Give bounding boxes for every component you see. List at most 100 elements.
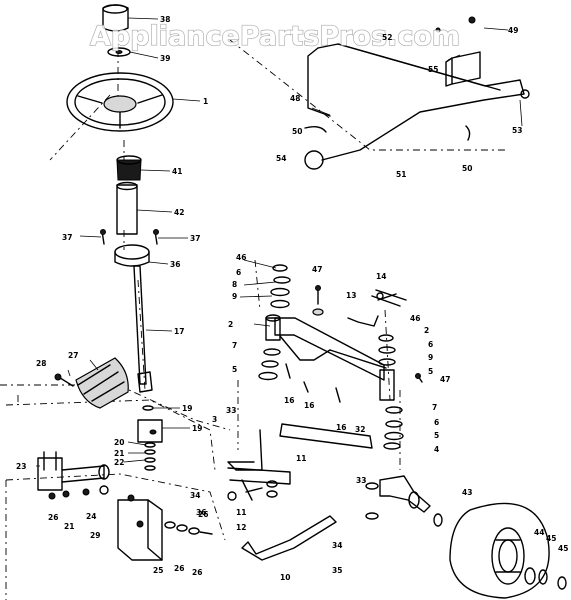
lever-hardware: [435, 16, 530, 99]
callout-48: 48: [290, 94, 300, 103]
steering-link: [227, 429, 291, 501]
callout-labels: 38 39 1 41 42 37 37 36 17 28 27 19 19 20…: [16, 15, 568, 582]
callout-6-lower: 6: [434, 418, 439, 427]
callout-25: 25: [153, 566, 163, 575]
callout-16-right: 16: [336, 423, 346, 432]
callout-1: 1: [203, 97, 208, 106]
sector-gear: [75, 357, 129, 409]
callout-36-b: 36: [196, 508, 206, 517]
callout-7-right: 7: [432, 403, 437, 412]
callout-9-right: 9: [428, 353, 433, 362]
callout-12: 12: [236, 523, 246, 532]
callout-27: 27: [68, 351, 78, 360]
lever-clips: [304, 125, 471, 141]
watermark-text: AppliancePartsPros.com: [90, 21, 460, 52]
front-tire: [449, 502, 550, 599]
callout-28: 28: [36, 359, 46, 368]
callout-33-upper: 33: [226, 406, 236, 415]
alignment-lines: [0, 39, 505, 600]
pivot-bracket: [37, 451, 110, 491]
callout-11-upper: 11: [296, 454, 306, 463]
callout-7-left: 7: [232, 341, 237, 350]
callout-47-top: 47: [312, 265, 322, 274]
left-spindle: [258, 314, 281, 381]
callout-16-mid: 16: [304, 401, 314, 410]
lever-knob: [304, 150, 324, 170]
callout-37-right: 37: [190, 234, 200, 243]
callout-24: 24: [86, 512, 96, 521]
callout-29: 29: [90, 531, 100, 540]
right-spindle-washers: [383, 406, 404, 450]
callout-23: 23: [16, 462, 26, 471]
callout-5-right: 5: [428, 367, 433, 376]
front-axle: [274, 317, 387, 381]
lever-arm: [317, 43, 525, 161]
callout-26-right: 26: [192, 568, 202, 577]
callout-46: 46: [236, 253, 246, 262]
callout-21-lower: 21: [64, 522, 74, 531]
tire-hardware: [524, 567, 567, 590]
callout-26-mid: 26: [174, 564, 184, 573]
spindle-arm: [379, 475, 431, 513]
callout-47-right: 47: [440, 375, 450, 384]
callout-16-left: 16: [284, 396, 294, 405]
callout-42: 42: [174, 208, 184, 217]
cap-washer: [107, 47, 131, 57]
callout-3: 3: [212, 415, 217, 424]
plate-washers: [164, 521, 213, 535]
callout-54: 54: [276, 154, 286, 163]
tie-rod: [279, 423, 373, 449]
gear-bolt: [54, 373, 74, 387]
callout-5-lower: 5: [434, 431, 439, 440]
callout-53: 53: [512, 126, 522, 135]
callout-8: 8: [232, 280, 237, 289]
callout-32: 32: [355, 425, 365, 434]
axle-pins: [285, 308, 341, 403]
steering-wheel: [66, 72, 174, 132]
callout-39: 39: [160, 54, 170, 63]
spring-assembly: [347, 289, 407, 327]
steering-column-bushing: [116, 181, 138, 235]
axle-grease-fittings: [315, 285, 423, 383]
callout-50-left: 50: [292, 127, 302, 136]
callout-21-upper: 21: [114, 449, 124, 458]
bracket-hardware: [48, 485, 109, 500]
callout-51: 51: [396, 170, 406, 179]
callout-55: 55: [428, 65, 438, 74]
callout-36-lower: 26: [198, 510, 208, 519]
callout-45-lower: 45: [558, 544, 568, 553]
callout-50-right: 50: [462, 164, 472, 173]
callout-38: 38: [160, 15, 170, 24]
callout-49: 49: [508, 26, 518, 35]
callout-34-right: 34: [332, 541, 342, 550]
callout-2-left: 2: [228, 320, 233, 329]
callout-33-lower: 33: [356, 476, 366, 485]
callout-9-left: 9: [232, 292, 237, 301]
callout-13: 13: [346, 291, 356, 300]
callout-45-upper: 45: [546, 534, 556, 543]
callout-36: 36: [170, 260, 180, 269]
callout-46-right: 46: [410, 314, 420, 323]
column-support: [114, 244, 150, 267]
lever-rod: [307, 47, 331, 117]
drag-link: [241, 515, 337, 561]
callout-20: 20: [114, 438, 124, 447]
leader-lines: [36, 17, 523, 467]
callout-52: 52: [382, 33, 392, 42]
steering-plate: [117, 494, 163, 561]
steering-adapter: [116, 155, 142, 181]
callout-17: 17: [174, 327, 184, 336]
callout-19-upper: 19: [182, 404, 192, 413]
right-spindle: [378, 334, 396, 401]
callout-26-left: 26: [48, 513, 58, 522]
left-spindle-washers: [270, 264, 291, 309]
lever-bracket: [445, 51, 481, 87]
callout-4: 4: [434, 445, 439, 454]
drag-link-washers: [227, 480, 379, 520]
callout-41: 41: [172, 167, 182, 176]
callout-44: 44: [534, 528, 544, 537]
callout-34-left: 34: [190, 491, 200, 500]
callout-10: 10: [280, 573, 290, 582]
callout-2-right: 2: [424, 326, 429, 335]
